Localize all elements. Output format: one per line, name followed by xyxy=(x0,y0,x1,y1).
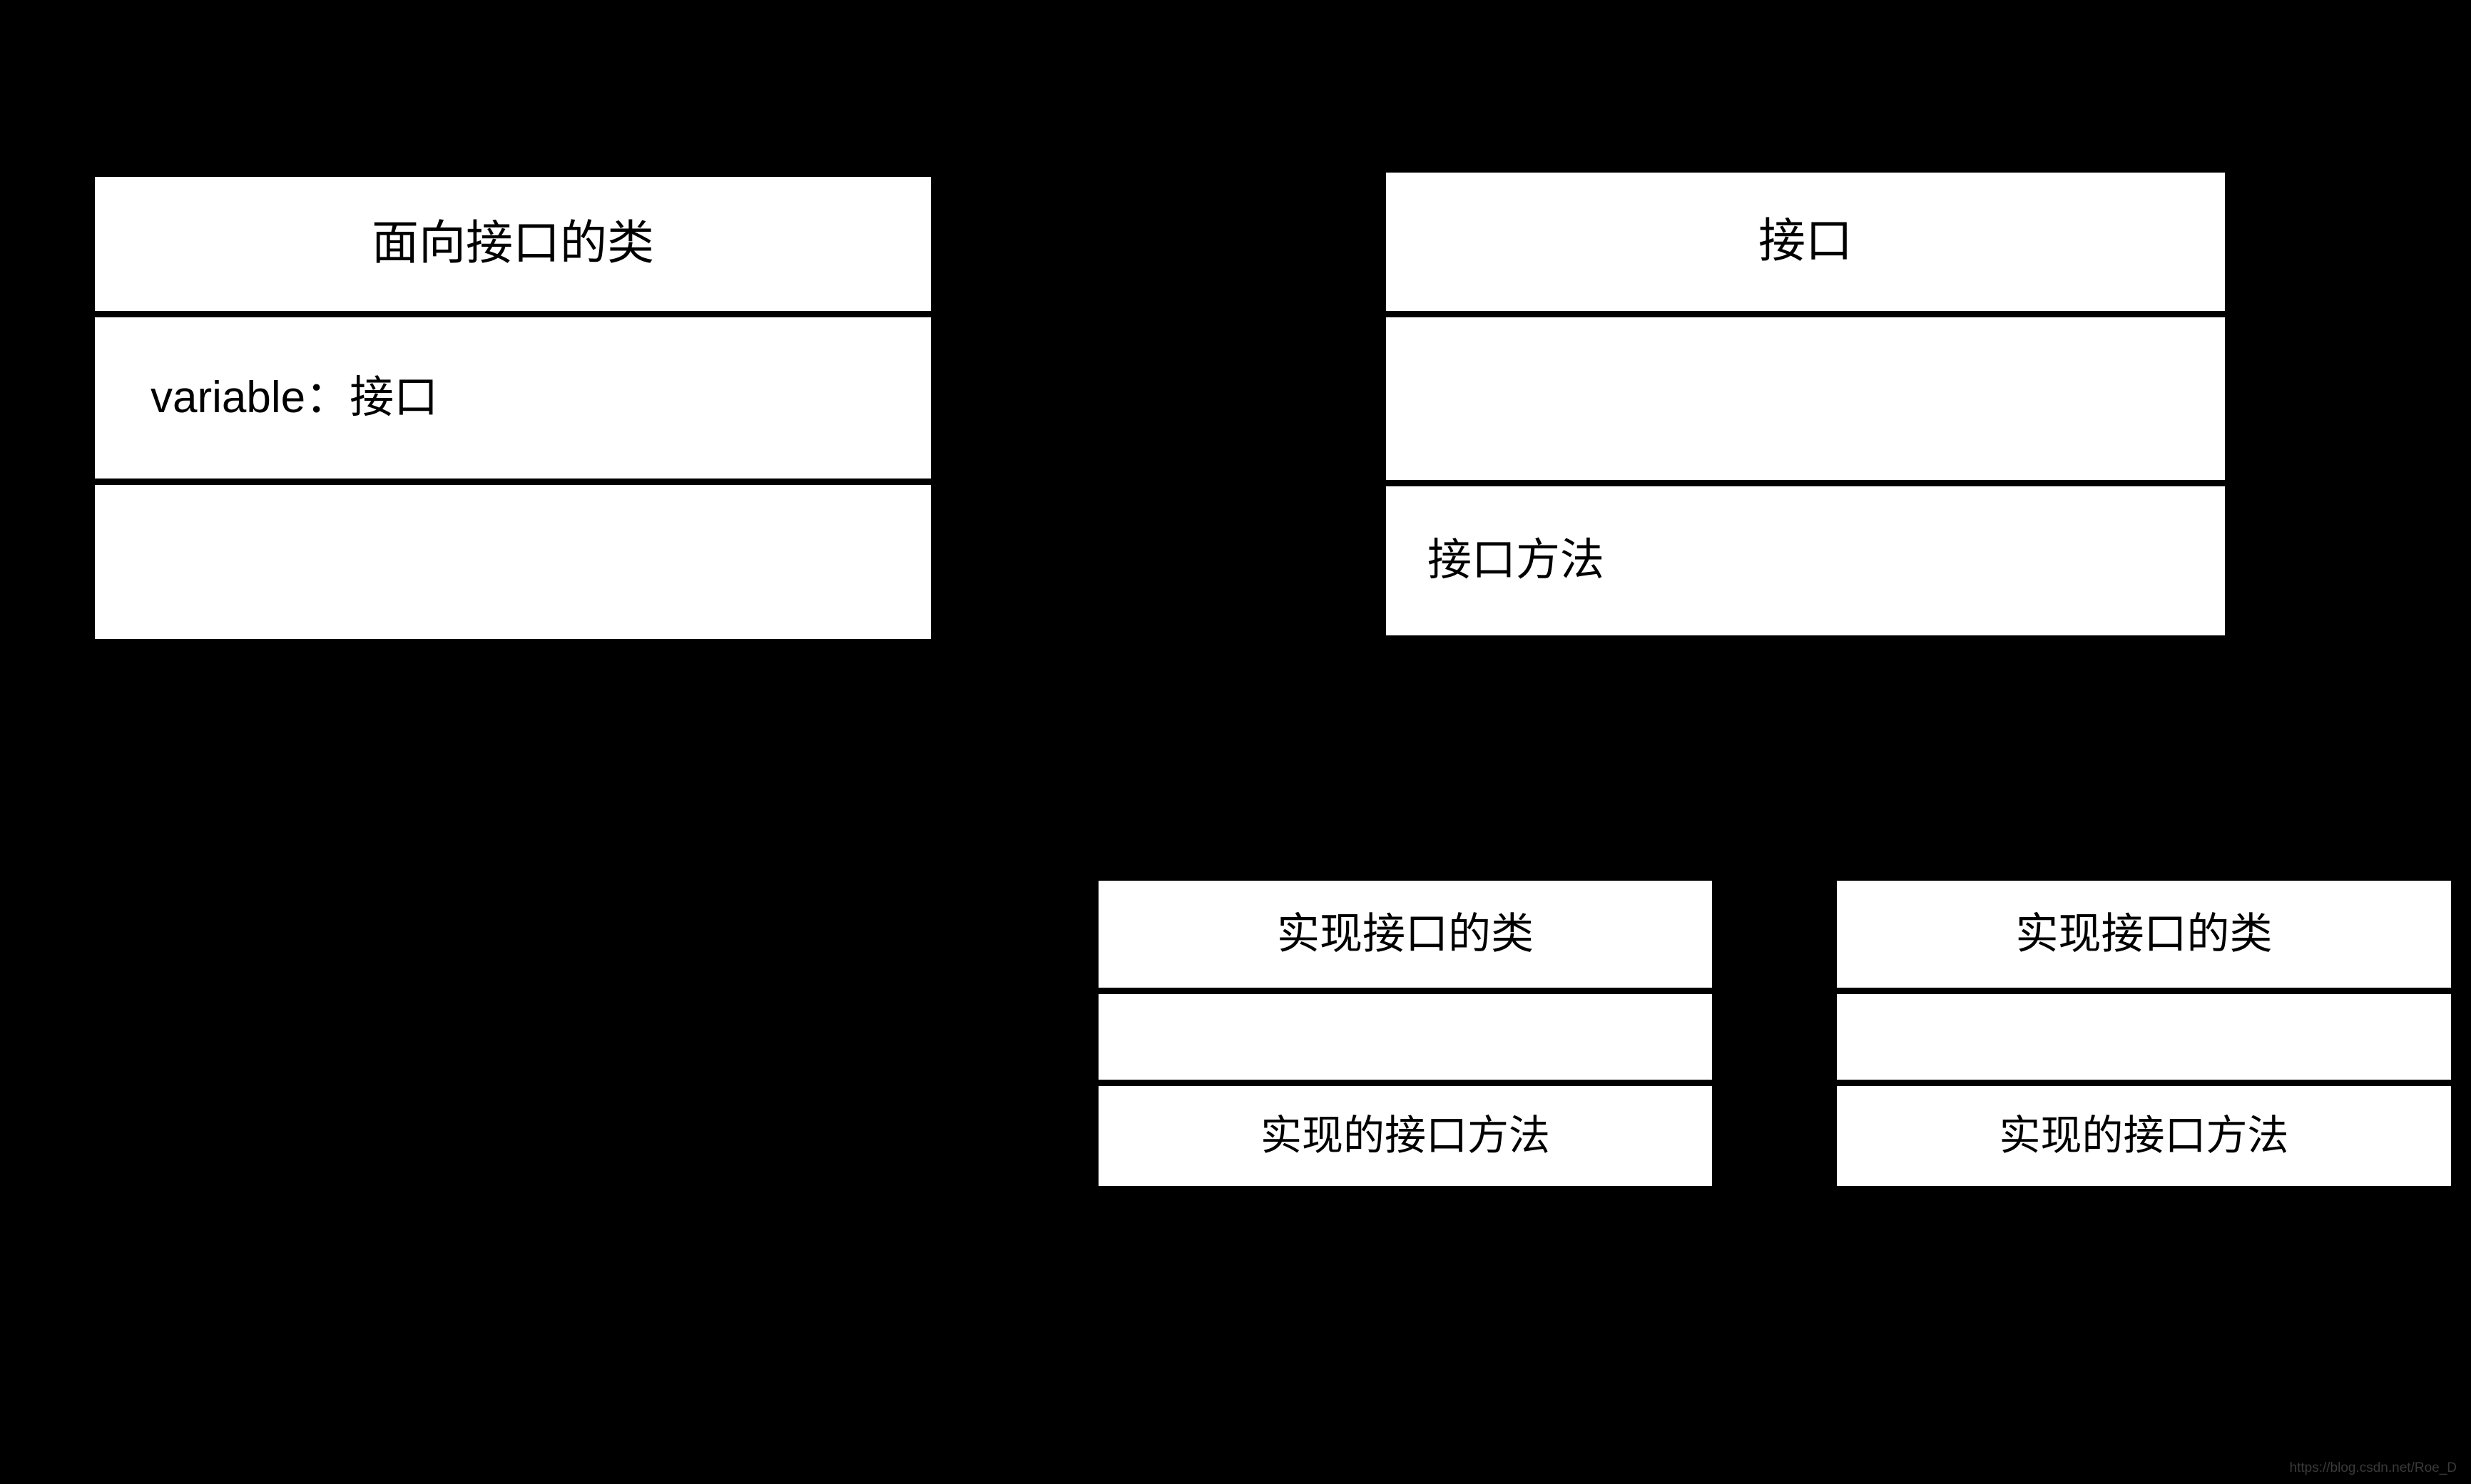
class-methods-compartment: 实现的接口方法 xyxy=(1837,1086,2451,1186)
class-title-compartment: 实现接口的类 xyxy=(1837,881,2451,988)
class-title-text: 面向接口的类 xyxy=(372,218,654,270)
class-methods-compartment xyxy=(95,485,931,639)
class-attributes-compartment: variable：接口 xyxy=(95,317,931,479)
class-box-impl-class-1[interactable]: 实现接口的类 实现的接口方法 xyxy=(1099,881,1712,1192)
class-title-compartment: 面向接口的类 xyxy=(95,177,931,311)
class-method-text: 实现的接口方法 xyxy=(1999,1112,2289,1159)
class-attributes-compartment xyxy=(1099,994,1712,1080)
class-title-text: 实现接口的类 xyxy=(1277,910,1534,958)
class-method-text: 接口方法 xyxy=(1427,536,1605,585)
class-title-text: 接口 xyxy=(1758,215,1853,268)
watermark-text: https://blog.csdn.net/Roe_D xyxy=(2289,1460,2457,1475)
class-title-compartment: 接口 xyxy=(1386,173,2225,311)
class-attribute-text: variable：接口 xyxy=(151,373,439,423)
class-title-text: 实现接口的类 xyxy=(2015,910,2273,958)
class-attributes-compartment xyxy=(1386,317,2225,480)
class-box-impl-class-2[interactable]: 实现接口的类 实现的接口方法 xyxy=(1837,881,2451,1192)
class-methods-compartment: 实现的接口方法 xyxy=(1099,1086,1712,1186)
class-methods-compartment: 接口方法 xyxy=(1386,486,2225,635)
class-box-interface[interactable]: 接口 接口方法 xyxy=(1386,173,2225,642)
class-attributes-compartment xyxy=(1837,994,2451,1080)
class-title-compartment: 实现接口的类 xyxy=(1099,881,1712,988)
class-box-interface-oriented-class[interactable]: 面向接口的类 variable：接口 xyxy=(95,177,931,645)
class-method-text: 实现的接口方法 xyxy=(1260,1112,1550,1159)
